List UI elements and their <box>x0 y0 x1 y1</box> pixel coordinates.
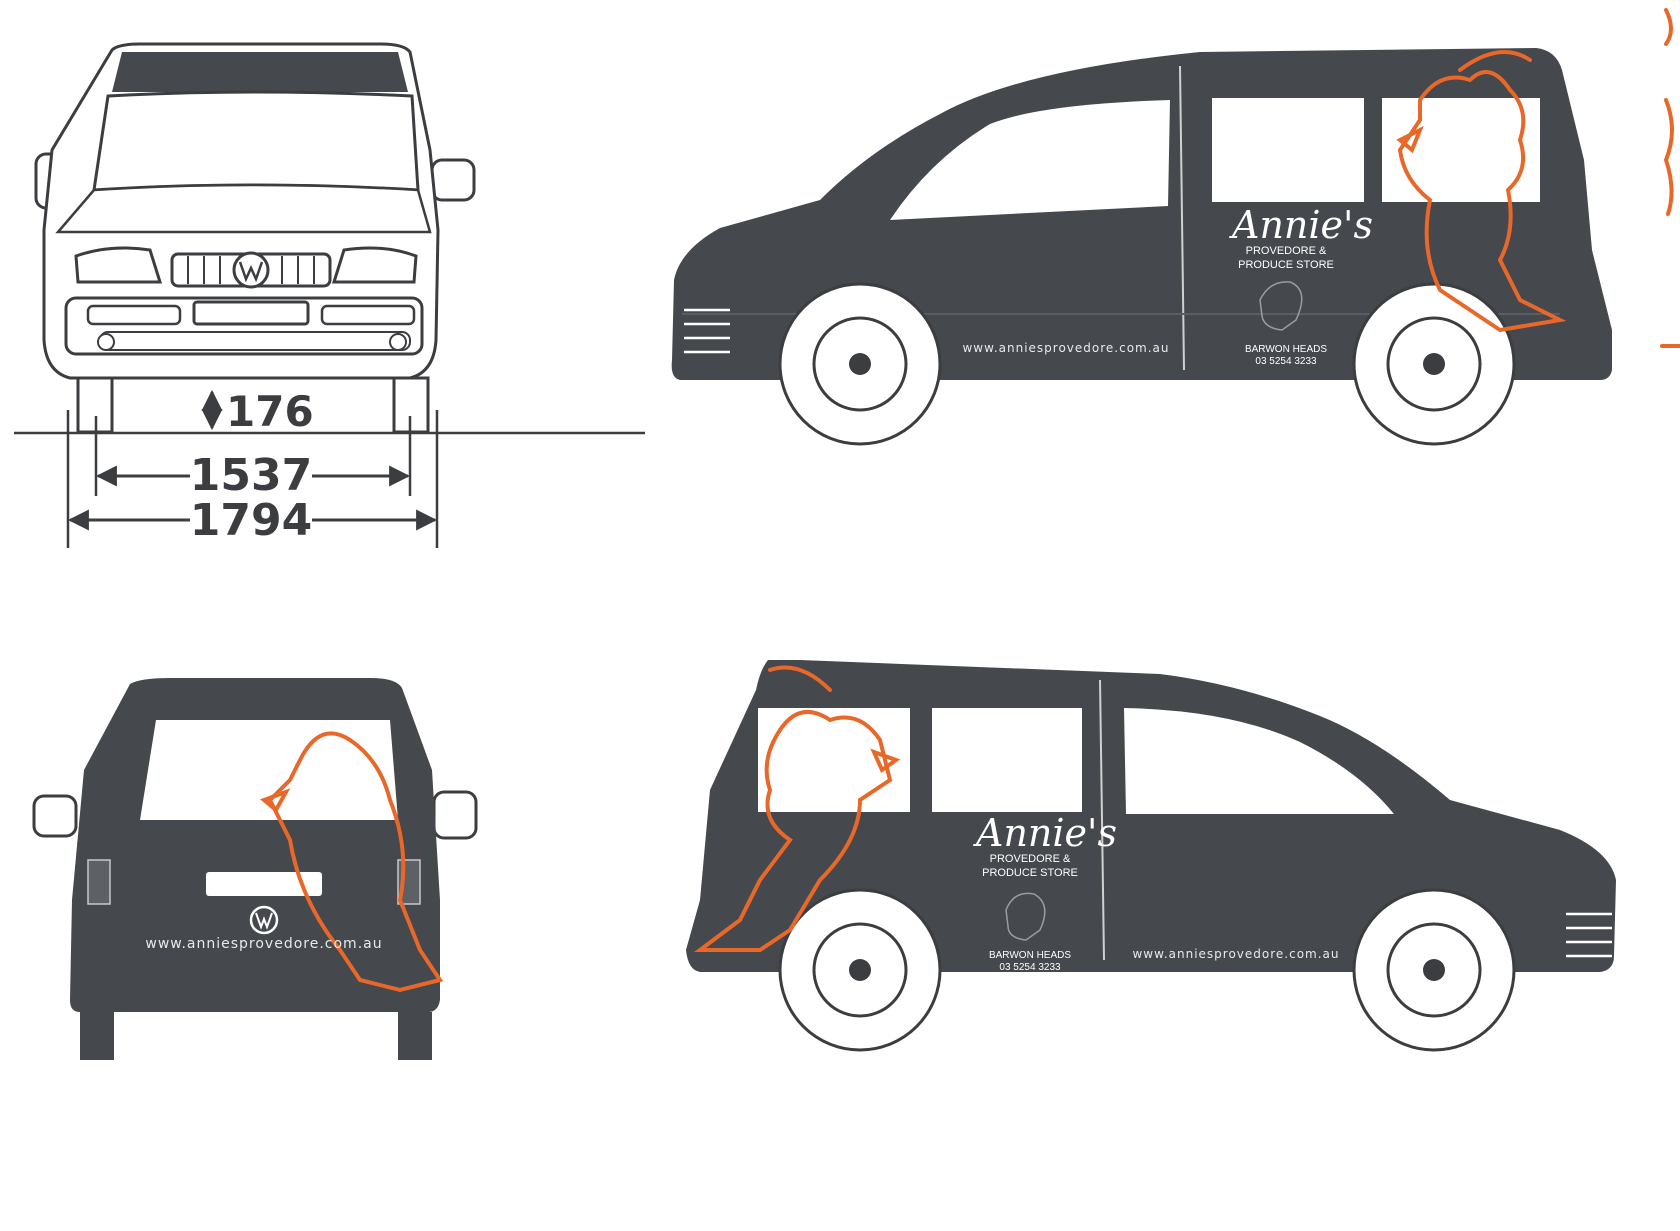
dimension-lines <box>14 389 645 548</box>
rear-view <box>32 678 478 1060</box>
ground-clearance-label: 176 <box>226 387 314 436</box>
side-right-location: BARWON HEADS <box>1245 344 1327 355</box>
side-view-right <box>686 660 1616 1052</box>
small-hen-icon <box>1259 281 1303 331</box>
edge-hen-fragment <box>1660 8 1680 348</box>
side-left-brand-name: Annie's <box>973 811 1117 855</box>
front-view <box>34 42 476 434</box>
track-width-label: 1537 <box>190 450 312 501</box>
side-left-phone: 03 5254 3233 <box>999 962 1061 973</box>
overall-width-label: 1794 <box>190 495 312 546</box>
side-left-tagline-2: PRODUCE STORE <box>982 867 1078 879</box>
side-right-tagline-1: PROVEDORE & <box>1246 245 1327 257</box>
hen-icon <box>1396 50 1567 333</box>
side-left-location: BARWON HEADS <box>989 950 1071 961</box>
vw-logo-icon <box>249 905 279 935</box>
side-left-tagline-1: PROVEDORE & <box>990 853 1071 865</box>
side-right-tagline-2: PRODUCE STORE <box>1238 259 1334 271</box>
rear-website: www.anniesprovedore.com.au <box>145 936 382 952</box>
side-right-brand-name: Annie's <box>1229 203 1373 247</box>
side-right-website: www.anniesprovedore.com.au <box>962 341 1169 355</box>
small-hen-icon <box>1005 892 1046 941</box>
side-view-left <box>671 48 1612 446</box>
side-left-website: www.anniesprovedore.com.au <box>1132 947 1339 961</box>
rear-hen-icon <box>260 731 444 993</box>
side-hen-icon <box>694 665 901 952</box>
side-right-phone: 03 5254 3233 <box>1255 356 1317 367</box>
